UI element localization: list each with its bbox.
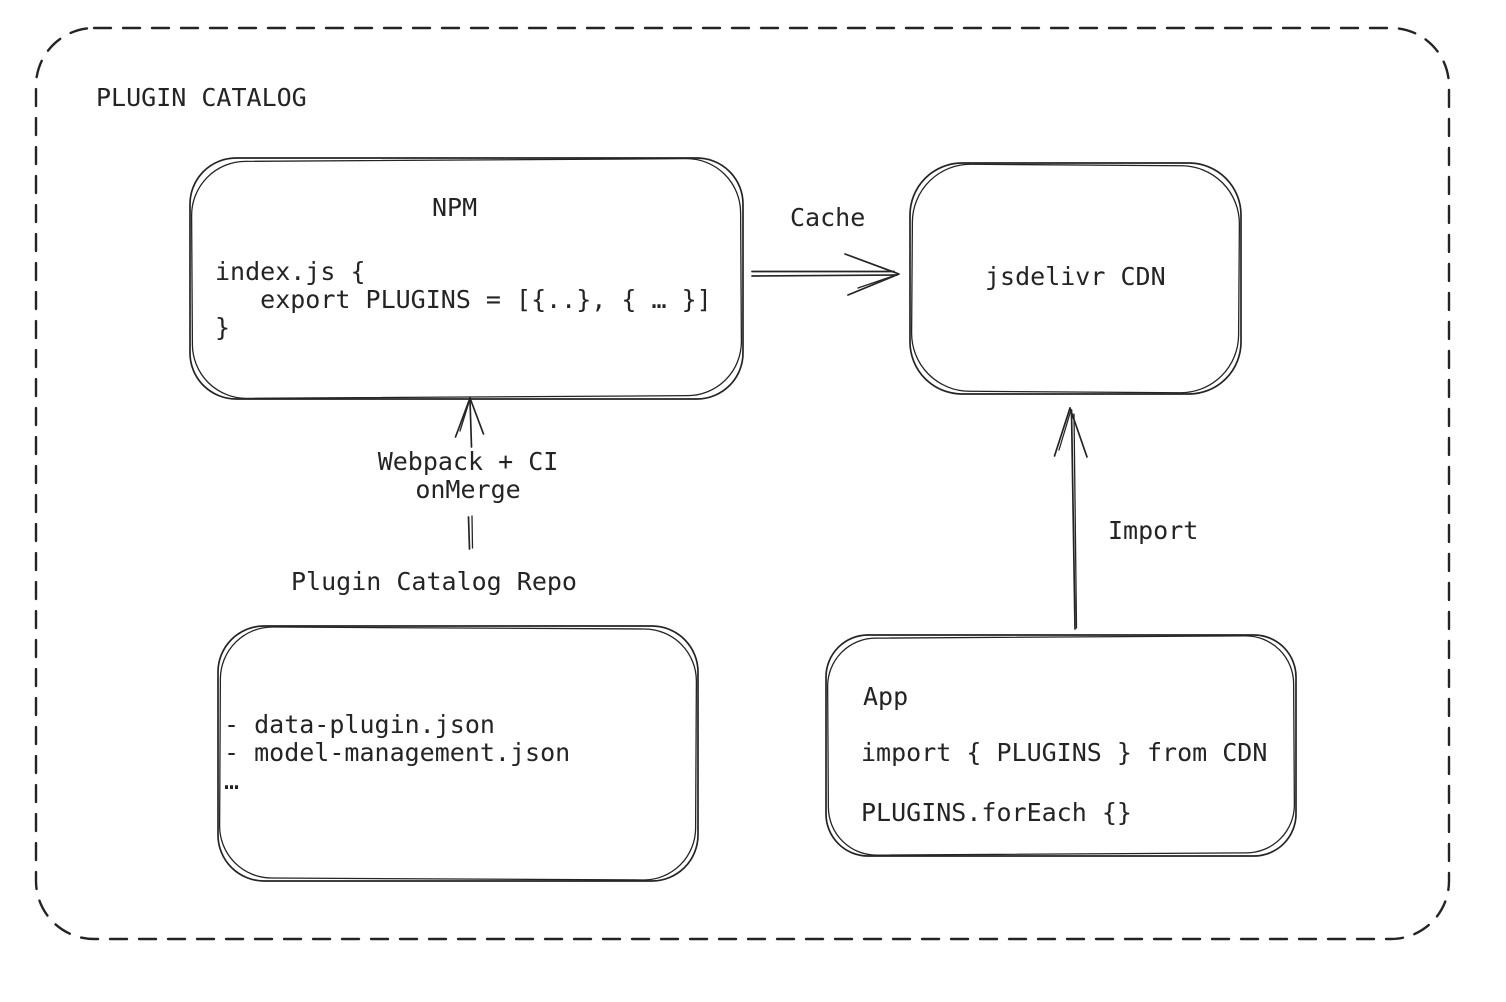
catalog-boundary — [34, 26, 1451, 941]
cdn-node-outline — [909, 162, 1242, 395]
import-arrow — [1053, 407, 1088, 630]
repo-node-label: Plugin Catalog Repo — [291, 567, 577, 596]
app-node-import-line: import { PLUGINS } from CDN — [861, 738, 1268, 767]
npm-node-title: NPM — [432, 193, 478, 222]
app-node-foreach-line: PLUGINS.forEach {} — [861, 798, 1132, 827]
npm-node-outline — [189, 157, 744, 400]
npm-node-code: index.js { export PLUGINS = [{..}, { … }… — [215, 257, 712, 342]
cdn-node-label: jsdelivr CDN — [985, 262, 1166, 291]
cache-arrow-label: Cache — [790, 203, 866, 232]
diagram-title: PLUGIN CATALOG — [96, 83, 307, 112]
build-arrow — [454, 397, 485, 550]
app-node-outline — [825, 634, 1297, 857]
repo-node-outline — [217, 625, 699, 882]
import-arrow-label: Import — [1108, 516, 1199, 545]
repo-node-files: - data-plugin.json - model-management.js… — [224, 710, 571, 795]
cache-arrow — [751, 253, 900, 296]
build-arrow-label: Webpack + CI onMerge — [377, 447, 559, 504]
app-node-title: App — [863, 682, 909, 711]
